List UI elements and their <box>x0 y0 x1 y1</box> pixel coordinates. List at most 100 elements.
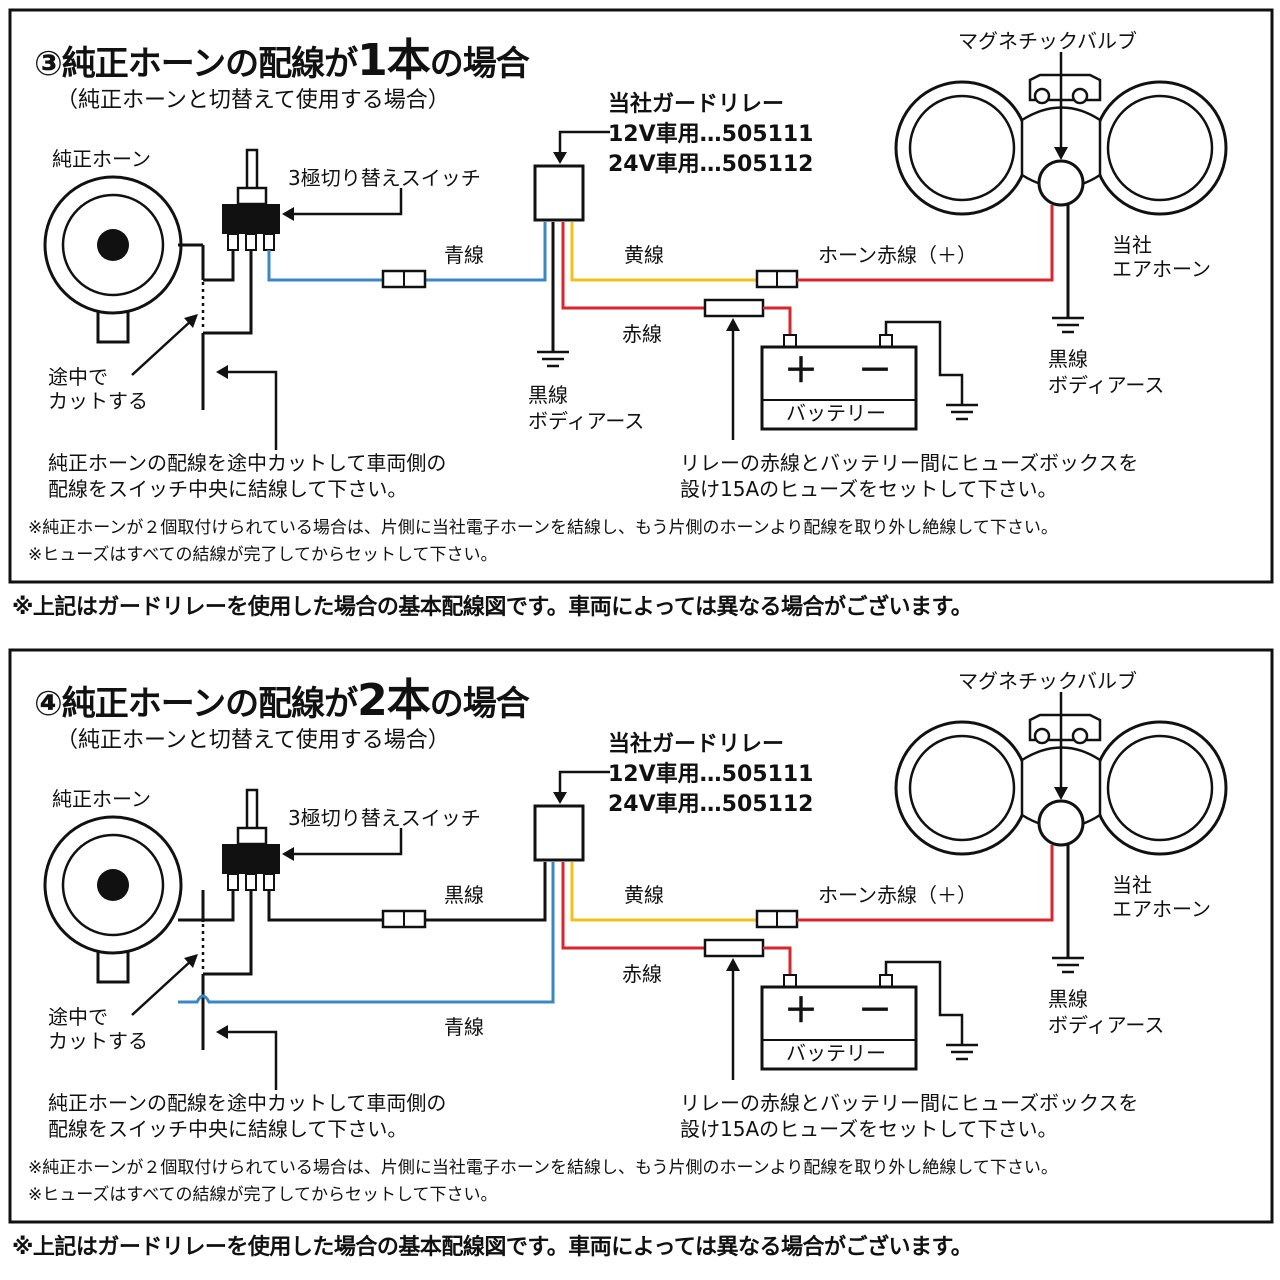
section-2-diagram <box>8 648 1274 1224</box>
title-prefix: ③純正ホーンの配線が <box>34 44 358 84</box>
note-1: ※純正ホーンが２個取付けられている場合は、片側に当社電子ホーンを結線し、もう片側… <box>28 1158 1058 1178</box>
toggle-switch <box>222 788 280 891</box>
footer-note: ※上記はガードリレーを使用した場合の基本配線図です。車両によっては異なる場合がご… <box>12 1235 973 1260</box>
title-prefix: ④純正ホーンの配線が <box>34 684 358 724</box>
fuse-note-1: リレーの赤線とバッテリー間にヒューズボックスを <box>680 1091 1139 1115</box>
ground-symbol-left <box>537 350 569 368</box>
air-horn-label-1: 当社 <box>1112 873 1152 897</box>
note-2: ※ヒューズはすべての結線が完了してからセットして下さい。 <box>28 545 498 565</box>
switch-label: 3極切り替えスイッチ <box>288 806 481 830</box>
battery-ground-wire <box>884 960 964 1045</box>
relay-title: 当社ガードリレー <box>608 92 785 117</box>
air-horn-label-2: エアホーン <box>1112 897 1211 921</box>
magnetic-valve <box>1037 799 1085 847</box>
switch-left-wire <box>203 250 235 282</box>
yellow-wire-label: 黄線 <box>624 883 664 907</box>
horn-red-wire-label: ホーン赤線（＋） <box>818 243 977 267</box>
title-suffix: の場合 <box>429 684 530 724</box>
ground-right-label-1: 黒線 <box>1048 347 1088 371</box>
ground-symbol-battery <box>946 403 978 421</box>
relay-24v: 24V車用…505112 <box>608 152 814 177</box>
section-1-frame <box>8 8 1274 584</box>
note-2: ※ヒューズはすべての結線が完了してからセットして下さい。 <box>28 1185 498 1205</box>
ground-left-label-2: ボディアース <box>528 409 645 433</box>
title-count: 2本 <box>357 675 431 726</box>
battery-plus: ＋ <box>784 991 818 1031</box>
title-count: 1本 <box>357 35 431 86</box>
switch-label-arrow <box>290 828 403 856</box>
battery-plus: ＋ <box>784 351 818 391</box>
red-wire-battery <box>763 306 792 335</box>
horn-red-wire <box>797 845 1054 922</box>
switch-label: 3極切り替えスイッチ <box>288 166 481 190</box>
blue-wire-label: 青線 <box>444 243 484 267</box>
section-2-title: ④純正ホーンの配線が2本の場合 <box>34 675 530 727</box>
instruction-1: 純正ホーンの配線を途中カットして車両側の <box>48 1091 447 1115</box>
stock-horn-label: 純正ホーン <box>52 147 151 171</box>
blue-wire <box>178 862 555 1004</box>
cut-label-1: 途中で <box>48 1005 108 1029</box>
fuse-box <box>703 938 765 958</box>
magnetic-valve-label: マグネチックバルブ <box>958 669 1137 693</box>
cut-arrow <box>184 314 198 328</box>
valve-arrow <box>1054 147 1068 160</box>
ground-symbol-right <box>1052 316 1084 334</box>
battery-label: バッテリー <box>786 1041 886 1065</box>
switch-left-wire <box>203 890 235 922</box>
yellow-wire-label: 黄線 <box>624 243 664 267</box>
section-1-diagram <box>8 8 1274 584</box>
ground-symbol-battery <box>946 1043 978 1061</box>
cut-label-2: カットする <box>48 389 148 413</box>
fuse-note-2: 設け15Aのヒューズをセットして下さい。 <box>680 477 1058 501</box>
ground-right-label-1: 黒線 <box>1048 987 1088 1011</box>
yellow-wire <box>570 862 760 922</box>
switch-center-wire <box>203 250 253 335</box>
relay-12v: 12V車用…505111 <box>608 122 814 147</box>
red-wire-label: 赤線 <box>622 962 662 986</box>
instruction-2: 配線をスイッチ中央に結線して下さい。 <box>48 477 408 501</box>
instr-arrow <box>224 370 278 450</box>
fuse-arrow <box>726 318 740 331</box>
horn-red-wire <box>797 205 1054 282</box>
battery <box>760 974 918 1071</box>
ground-left-label-1: 黒線 <box>528 383 568 407</box>
cut-arrow <box>184 954 198 968</box>
toggle-switch <box>222 148 280 251</box>
ground-symbol-right <box>1052 956 1084 974</box>
fuse-note-1: リレーの赤線とバッテリー間にヒューズボックスを <box>680 451 1139 475</box>
fuse-arrow <box>726 958 740 971</box>
stock-horn-label: 純正ホーン <box>52 787 151 811</box>
note-1: ※純正ホーンが２個取付けられている場合は、片側に当社電子ホーンを結線し、もう片側… <box>28 518 1058 538</box>
relay-title: 当社ガードリレー <box>608 732 785 757</box>
blue-wire-label: 青線 <box>444 1015 484 1039</box>
battery-label: バッテリー <box>786 401 886 425</box>
switch-center-wire <box>203 890 253 976</box>
fuse-box <box>703 298 765 318</box>
relay-label-arrow <box>558 770 610 797</box>
yellow-wire <box>570 222 760 282</box>
relay-12v: 12V車用…505111 <box>608 762 814 787</box>
magnetic-valve-label: マグネチックバルブ <box>958 29 1137 53</box>
valve-arrow <box>1054 787 1068 800</box>
red-wire-label: 赤線 <box>622 322 662 346</box>
relay-label-arrow <box>558 130 610 157</box>
air-horn-label-1: 当社 <box>1112 233 1152 257</box>
footer-note: ※上記はガードリレーを使用した場合の基本配線図です。車両によっては異なる場合がご… <box>12 595 973 620</box>
fuse-note-2: 設け15Aのヒューズをセットして下さい。 <box>680 1117 1058 1141</box>
switch-label-arrow <box>290 188 403 216</box>
black-wire-label: 黒線 <box>444 883 484 907</box>
battery-ground-wire <box>884 320 964 405</box>
air-horn-label-2: エアホーン <box>1112 257 1211 281</box>
instr-arrow <box>224 1030 278 1090</box>
cut-label-1: 途中で <box>48 365 108 389</box>
instruction-2: 配線をスイッチ中央に結線して下さい。 <box>48 1117 408 1141</box>
red-wire <box>561 222 705 310</box>
battery <box>760 334 918 431</box>
guard-relay <box>533 164 585 222</box>
relay-24v: 24V車用…505112 <box>608 792 814 817</box>
air-horn <box>894 73 1228 216</box>
red-wire-battery <box>763 946 792 975</box>
red-wire <box>561 862 705 950</box>
cut-label-2: カットする <box>48 1029 148 1053</box>
